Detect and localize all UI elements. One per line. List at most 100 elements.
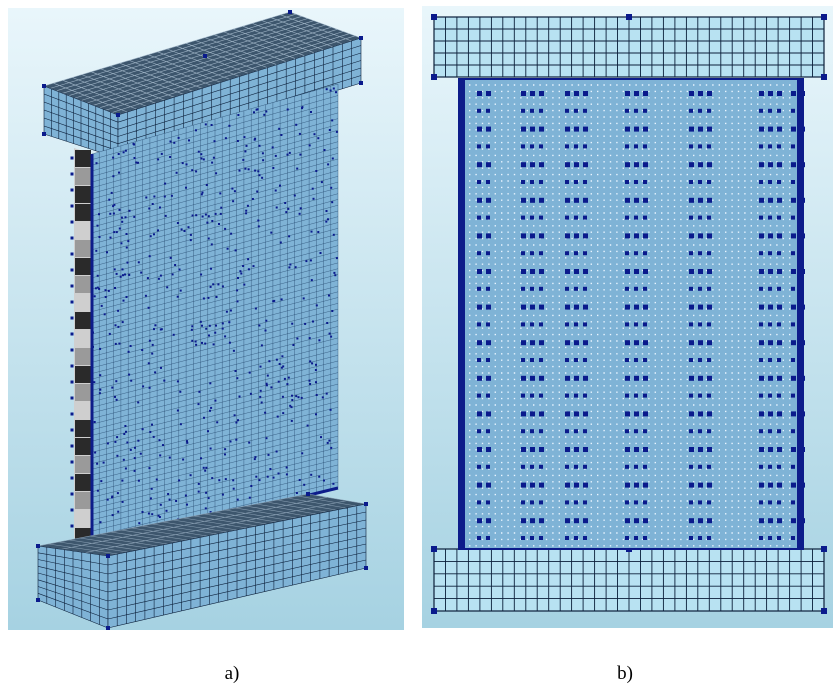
reinforcement-node	[280, 298, 283, 301]
rebar-node	[574, 162, 579, 168]
reinforcement-node	[121, 321, 124, 324]
rebar-node	[791, 340, 796, 346]
bottom-beam	[431, 546, 827, 614]
wall-side-cell	[75, 168, 91, 185]
rebar-node	[477, 144, 481, 149]
reinforcement-node	[292, 344, 295, 346]
reinforcement-node	[176, 295, 179, 298]
reinforcement-node	[121, 268, 124, 271]
rebar-node	[791, 447, 796, 452]
reinforcement-node	[176, 409, 179, 412]
reinforcement-node	[148, 386, 151, 389]
reinforcement-node	[278, 127, 281, 130]
rebar-node	[477, 518, 482, 524]
rebar-node	[759, 108, 763, 113]
rebar-node	[477, 482, 482, 488]
rebar-node	[486, 91, 491, 96]
node-marker	[359, 81, 363, 85]
reinforcement-node	[185, 163, 188, 166]
reinforcement-node	[217, 283, 220, 286]
reinforcement-node	[209, 447, 212, 450]
rebar-node	[759, 322, 763, 327]
rebar-node	[574, 375, 579, 381]
rebar-node	[539, 180, 543, 184]
rebar-node	[583, 108, 587, 113]
reinforcement-node	[276, 415, 279, 418]
rebar-node	[565, 269, 570, 274]
rebar-node	[625, 180, 629, 184]
rebar-node	[530, 500, 534, 505]
reinforcement-node	[117, 510, 120, 513]
reinforcement-node	[209, 382, 212, 385]
rebar-node	[777, 375, 782, 381]
rebar-node	[486, 482, 491, 488]
rebar-node	[791, 197, 796, 203]
rebar-node	[477, 358, 481, 362]
reinforcement-node	[198, 390, 201, 393]
rebar-node	[530, 429, 534, 434]
reinforcement-node	[207, 237, 210, 240]
rebar-node	[530, 536, 534, 540]
rebar-node	[625, 162, 630, 168]
reinforcement-node	[117, 153, 120, 155]
reinforcement-node	[301, 107, 303, 110]
rebar-node	[625, 197, 630, 203]
rebar-node	[777, 108, 781, 113]
right-boundary-bar	[797, 79, 803, 549]
reinforcement-node	[197, 150, 200, 153]
reinforcement-node	[159, 274, 162, 277]
rebar-node	[707, 447, 712, 452]
rebar-node	[574, 91, 579, 96]
rebar-node	[565, 126, 570, 132]
reinforcement-node	[164, 182, 167, 185]
rebar-node	[539, 91, 544, 96]
rebar-node	[625, 411, 630, 417]
reinforcement-node	[327, 163, 330, 166]
rebar-node	[768, 464, 772, 469]
rebar-node	[565, 447, 570, 452]
reinforcement-node	[179, 423, 182, 426]
reinforcement-node	[106, 442, 109, 445]
node-marker	[70, 220, 74, 224]
reinforcement-node	[102, 461, 105, 464]
reinforcement-node	[204, 123, 207, 126]
rebar-node	[634, 251, 638, 256]
rebar-node	[759, 429, 763, 434]
reinforcement-node	[207, 215, 210, 218]
node-marker	[70, 492, 74, 496]
reinforcement-node	[248, 371, 251, 374]
rebar-node	[486, 447, 491, 452]
reinforcement-node	[118, 171, 120, 174]
wall-side-strip	[70, 148, 92, 545]
reinforcement-node	[113, 231, 116, 234]
reinforcement-node	[112, 212, 115, 215]
rebar-node	[565, 251, 569, 256]
reinforcement-node	[122, 458, 125, 461]
rebar-node	[759, 500, 763, 505]
reinforcement-node	[230, 232, 233, 235]
rebar-node	[643, 393, 647, 398]
rebar-node	[634, 108, 638, 113]
rebar-node	[643, 375, 648, 381]
rebar-node	[759, 393, 763, 398]
node-marker	[364, 566, 368, 570]
reinforcement-node	[229, 440, 232, 443]
rebar-node	[707, 108, 711, 113]
reinforcement-node	[261, 176, 264, 179]
reinforcement-node	[116, 454, 119, 457]
reinforcement-node	[309, 360, 312, 363]
node-marker	[42, 132, 46, 136]
rebar-node	[689, 108, 693, 113]
reinforcement-node	[287, 207, 290, 210]
reinforcement-node	[232, 479, 235, 482]
rebar-node	[583, 358, 587, 362]
reinforcement-node	[212, 156, 215, 159]
rebar-node	[565, 162, 570, 168]
rebar-node	[521, 536, 525, 540]
rebar-node	[565, 518, 570, 524]
reinforcement-node	[335, 91, 337, 94]
rebar-node	[698, 180, 702, 184]
reinforcement-node	[317, 137, 320, 140]
rebar-node	[698, 411, 703, 417]
reinforcement-node	[133, 157, 136, 159]
